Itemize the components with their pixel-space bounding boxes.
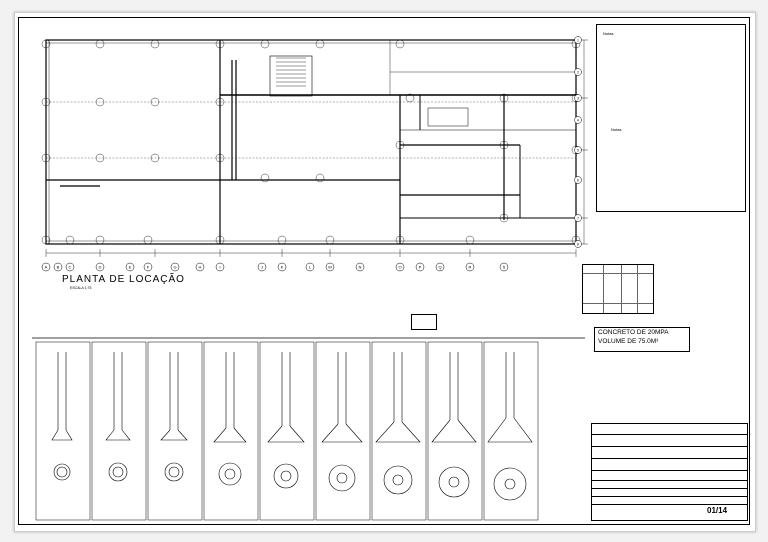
grid-bubble-row-1: 1 (574, 36, 582, 44)
svg-text:J: J (261, 265, 263, 270)
svg-text:L: L (309, 265, 312, 270)
drawing-frame (18, 17, 750, 525)
plan-structure (45, 39, 577, 245)
plan-title: PLANTA DE LOCAÇÃO (62, 274, 185, 285)
concrete-volume: VOLUME DE 75.0M³ (598, 337, 659, 345)
pile-markers (41, 39, 581, 245)
grid-bubble-J: J (257, 262, 267, 272)
grid-bubble-row-5: 5 (574, 146, 582, 154)
grid-bubble-I: I (215, 262, 225, 272)
svg-text:8: 8 (577, 242, 579, 246)
grid-bubble-row-8: 8 (574, 240, 582, 248)
grid-bubble-F: F (143, 262, 153, 272)
svg-text:G: G (173, 265, 176, 270)
svg-text:2: 2 (577, 70, 579, 74)
svg-text:I: I (219, 265, 220, 270)
title-block: 01/14 (591, 423, 748, 521)
svg-text:4: 4 (577, 118, 579, 122)
concrete-strength: CONCRETO DE 20MPA (598, 329, 669, 336)
pile-details (35, 341, 539, 521)
dimension-line (45, 249, 577, 257)
svg-text:5: 5 (577, 148, 579, 152)
svg-text:N: N (359, 265, 362, 270)
svg-text:O: O (398, 265, 401, 270)
quantity-table (582, 264, 654, 314)
grid-bubble-K: K (277, 262, 287, 272)
svg-text:6: 6 (577, 178, 579, 182)
svg-text:C: C (69, 265, 72, 270)
grid-bubble-B: B (53, 262, 63, 272)
grid-bubble-P: P (415, 262, 425, 272)
grid-bubble-Q: Q (435, 262, 445, 272)
grid-bubble-row-7: 7 (574, 214, 582, 222)
grid-bubble-M: M (325, 262, 335, 272)
svg-text:E: E (129, 265, 132, 270)
svg-text:Q: Q (438, 265, 441, 270)
svg-text:P: P (419, 265, 422, 270)
notes-panel: Notas Notas (596, 24, 746, 212)
svg-text:1: 1 (577, 38, 579, 42)
grid-bubble-row-2: 2 (574, 68, 582, 76)
svg-text:F: F (147, 265, 150, 270)
grid-bubble-row-6: 6 (574, 176, 582, 184)
grid-bubble-C: C (65, 262, 75, 272)
grid-bubble-row-4: 4 (574, 116, 582, 124)
svg-text:A: A (45, 265, 48, 270)
plan-scale: ESCALA 1:75 (70, 286, 92, 290)
grid-bubble-D: D (95, 262, 105, 272)
svg-text:D: D (99, 265, 102, 270)
notes-title-1: Notas (603, 31, 614, 36)
grid-bubble-O: O (395, 262, 405, 272)
grid-bubble-L: L (305, 262, 315, 272)
grid-bubble-S: S (499, 262, 509, 272)
grid-bubble-R: R (465, 262, 475, 272)
grid-bubble-E: E (125, 262, 135, 272)
svg-text:B: B (57, 265, 60, 270)
grid-bubble-H: H (195, 262, 205, 272)
grid-bubble-G: G (170, 262, 180, 272)
svg-text:R: R (469, 265, 472, 270)
grid-bubble-A: A (41, 262, 51, 272)
grid-bubble-row-3: 3 (574, 94, 582, 102)
concrete-spec-box: CONCRETO DE 20MPA VOLUME DE 75.0M³ (594, 327, 690, 352)
svg-text:S: S (503, 265, 506, 270)
svg-text:M: M (328, 265, 331, 270)
svg-text:3: 3 (577, 96, 579, 100)
svg-text:7: 7 (577, 216, 579, 220)
pile-sections (51, 352, 533, 501)
notes-title-2: Notas (611, 127, 622, 132)
svg-text:H: H (199, 265, 202, 270)
grid-bubble-N: N (355, 262, 365, 272)
small-note-box (411, 314, 437, 330)
sheet-number: 01/14 (707, 506, 728, 515)
svg-text:K: K (281, 265, 284, 270)
